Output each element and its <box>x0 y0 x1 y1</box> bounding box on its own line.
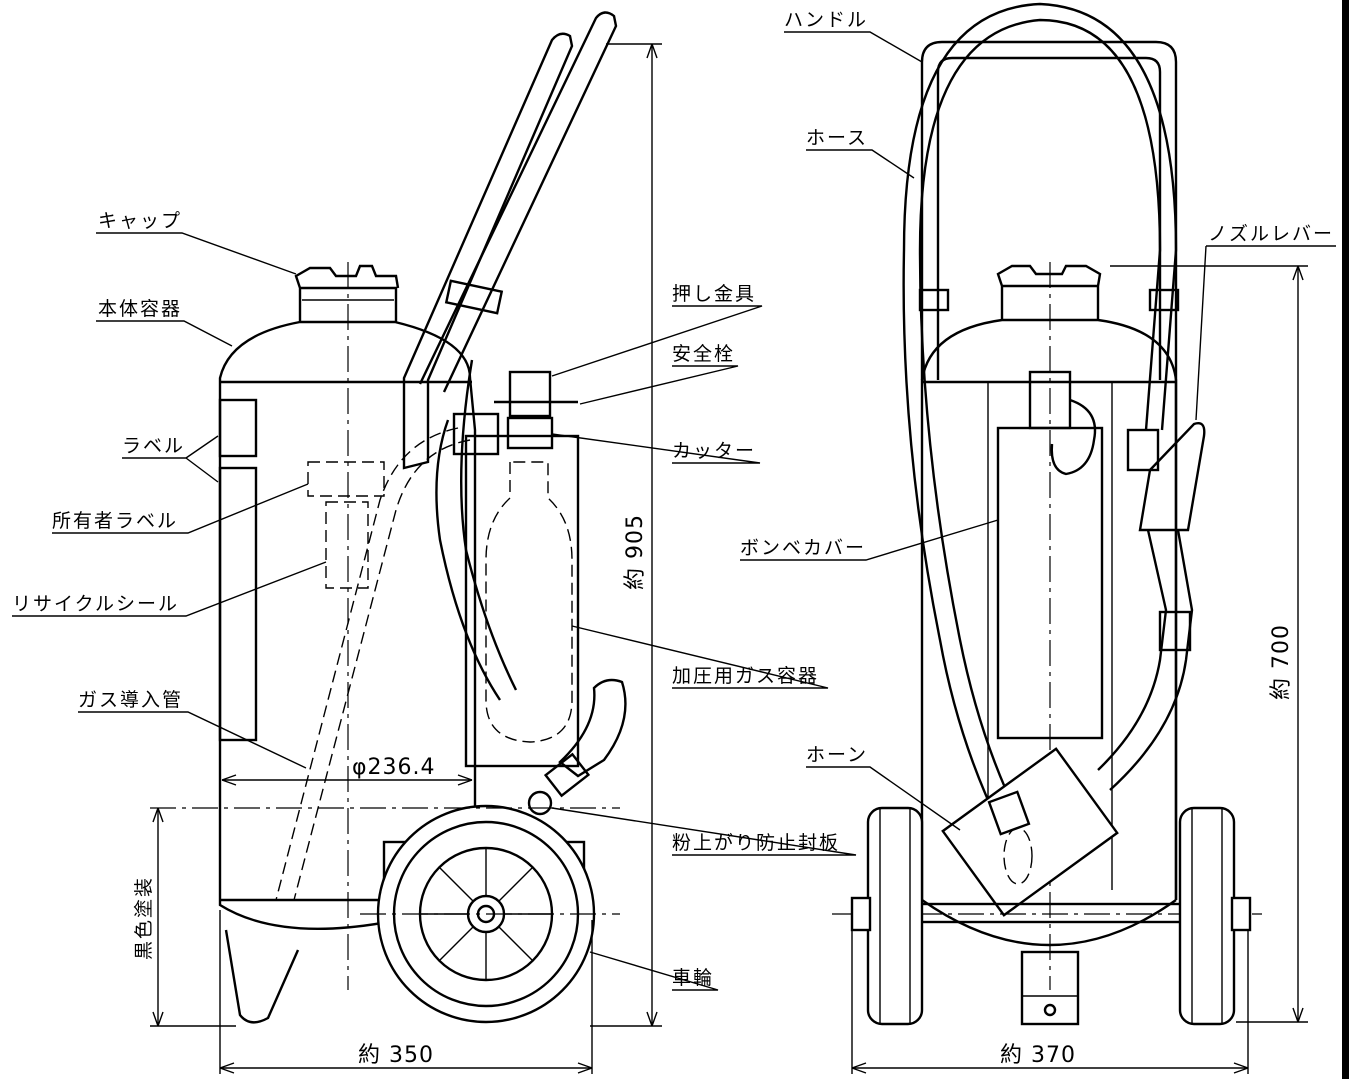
front-leg-bolt <box>1043 1003 1057 1017</box>
front-horn-mouth <box>1003 827 1033 885</box>
label-push-fitting: 押し金具 <box>672 283 756 305</box>
front-nozzle-coupling <box>1126 428 1160 472</box>
front-cap <box>996 264 1102 320</box>
front-handle-frame <box>920 40 1178 900</box>
side-valve-body <box>452 412 500 456</box>
dim-350-arrows <box>219 1062 593 1074</box>
side-label-top <box>218 398 258 458</box>
label-hose: ホース <box>806 127 868 149</box>
front-nozzle-coupling-2 <box>1158 610 1192 652</box>
label-black-paint: 黒色塗装 <box>132 876 155 960</box>
front-handle-frame-inner <box>936 56 1162 380</box>
front-safety-chain <box>1050 398 1097 476</box>
front-nozzle-hose-2 <box>1109 529 1194 791</box>
dim-diameter-arrows <box>221 774 473 786</box>
front-hose-loop <box>918 18 1162 821</box>
side-powder-seal <box>527 790 553 816</box>
front-wheel-right <box>1178 806 1252 1026</box>
label-body: 本体容器 <box>98 298 182 320</box>
label-handle: ハンドル <box>784 9 868 31</box>
dim-905-text: 約 905 <box>623 514 648 590</box>
front-nozzle-hose <box>1097 529 1168 771</box>
frame-border-right <box>1342 0 1349 1079</box>
front-horn <box>941 747 1119 917</box>
label-wheel: 車輪 <box>672 967 714 989</box>
side-cutter <box>506 416 554 450</box>
label-gas-inlet-tube: ガス導入管 <box>78 689 183 711</box>
side-push-fitting <box>508 370 552 418</box>
label-nozzle-lever: ノズルレバー <box>1208 223 1334 245</box>
leader-lines <box>12 31 1336 991</box>
label-owner-label: 所有者ラベル <box>52 510 178 532</box>
front-hose-clip-right <box>1148 288 1180 312</box>
side-hose-outer <box>460 359 518 691</box>
side-view <box>150 11 662 1074</box>
dim-diameter-text: φ236.4 <box>352 755 436 780</box>
side-leg <box>224 929 300 1024</box>
side-cap <box>294 264 400 322</box>
side-handle <box>402 32 574 470</box>
side-owner-label <box>307 461 385 497</box>
label-cutter: カッター <box>672 440 756 462</box>
front-hose-loop-inner <box>902 2 1178 827</box>
label-pressure-gas-container: 加圧用ガス容器 <box>672 665 819 687</box>
side-cylinder-cover <box>464 434 580 768</box>
side-hose <box>435 419 501 701</box>
dim-350-text: 約 350 <box>358 1043 434 1068</box>
front-view <box>832 2 1308 1074</box>
dimension-labels: φ236.4 約 905 約 700 約 350 約 370 <box>352 514 1294 1068</box>
label-powder-seal: 粉上がり防止封板 <box>672 832 840 854</box>
label-recycle-seal: リサイクルシール <box>12 593 179 615</box>
side-horn-coupling <box>543 752 591 798</box>
dim-paint-arrows <box>152 807 164 1027</box>
dim-370-text: 約 370 <box>1000 1043 1076 1068</box>
side-horn <box>558 678 627 778</box>
side-handle-clip <box>444 279 504 315</box>
side-recycle-seal <box>325 501 369 589</box>
dim-905-arrows <box>646 43 658 1027</box>
front-wheel-left <box>850 806 924 1026</box>
side-body-outline <box>218 320 477 931</box>
front-bottom <box>921 899 1177 947</box>
label-cap: キャップ <box>98 210 182 232</box>
side-gas-inlet-tube <box>275 427 459 901</box>
front-nozzle-lever <box>1138 422 1206 532</box>
label-cylinder-cover: ボンベカバー <box>740 537 866 559</box>
part-labels: ハンドル ホース ノズルレバー キャップ 本体容器 押し金具 安全栓 ラベル カ… <box>12 9 1334 989</box>
label-label: ラベル <box>122 435 185 457</box>
dim-700-arrows <box>1292 265 1304 1023</box>
front-hose-clip-left <box>918 288 950 312</box>
dim-370-arrows <box>851 1062 1249 1074</box>
label-safety-pin: 安全栓 <box>672 343 735 365</box>
side-label-main <box>218 466 258 742</box>
side-gas-container <box>485 461 573 743</box>
front-leg <box>1020 950 1080 1026</box>
side-gas-inlet-tube-2 <box>293 439 471 901</box>
label-horn: ホーン <box>806 744 868 766</box>
front-axle <box>884 902 1214 924</box>
side-handle-inner <box>418 11 618 393</box>
dim-700-text: 約 700 <box>1269 624 1294 700</box>
